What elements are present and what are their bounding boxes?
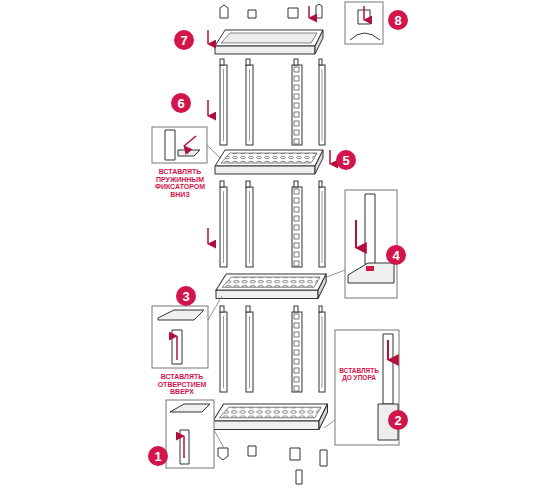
callout-text: 3 [182,289,189,304]
instruction-note: ВСТАВЛЯТЬ ОТВЕРСТИЕМ ВВЕРХ [150,372,214,397]
callout-number: 3 [176,286,196,306]
callout-number: 4 [386,245,406,265]
callout-text: 1 [154,449,161,464]
callout-text: 7 [180,33,187,48]
callout-number: 5 [336,150,356,170]
callout-number: 8 [388,10,408,30]
callout-number: 6 [171,93,191,113]
instruction-note: ВСТАВЛЯТЬ ПРУЖИННЫМ ФИКСАТОРОМ ВНИЗ [148,167,212,200]
callout-number: 7 [174,30,194,50]
instruction-note: ВСТАВЛЯТЬ ДО УПОРА [336,366,382,382]
callout-text: 2 [394,413,401,428]
callout-text: 6 [177,96,184,111]
callout-number: 2 [388,410,408,430]
callout-text: 4 [392,248,399,263]
callout-text: 5 [342,153,349,168]
callout-number: 1 [148,446,168,466]
callout-text: 8 [394,13,401,28]
